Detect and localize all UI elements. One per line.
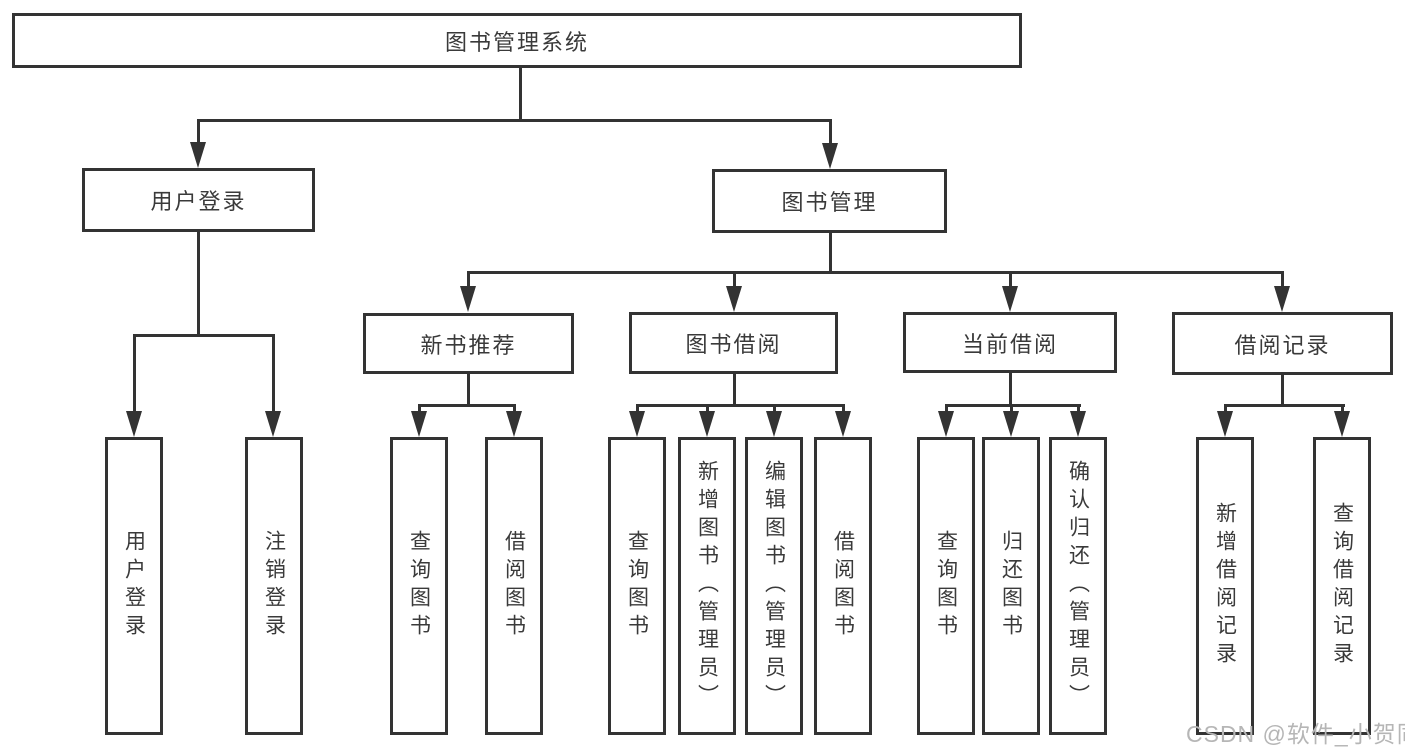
node-root: 图书管理系统 (12, 13, 1022, 68)
node-user-login-label: 用户登录 (150, 189, 247, 214)
connector-bm-stem (829, 233, 832, 274)
csdn-watermark: CSDN @软件_小贺同学 (1186, 721, 1405, 747)
arrowhead-book-mgmt (822, 143, 838, 169)
leaf-br-add-record-label: 新增借阅记录 (1213, 502, 1237, 670)
connector-br-stem (1281, 375, 1284, 406)
connector-nbr-leaf2-stem (513, 404, 516, 414)
node-user-login: 用户登录 (82, 168, 315, 232)
node-current-borrow-label: 当前借阅 (961, 331, 1058, 357)
arrowhead-cb-leaf2 (1003, 411, 1019, 437)
arrowhead-user-login (190, 142, 206, 168)
leaf-bb-borrow-books-label: 借阅图书 (831, 530, 855, 642)
connector-cb-stem-top (1009, 271, 1012, 288)
connector-level2-hline (197, 119, 832, 122)
connector-cb-stem (1009, 373, 1012, 406)
leaf-br-add-record: 新增借阅记录 (1196, 437, 1254, 735)
node-book-borrow-label: 图书借阅 (685, 332, 782, 357)
leaf-nbr-borrow-books-label: 借阅图书 (502, 530, 526, 642)
connector-cb-leaf1-stem (945, 404, 948, 414)
connector-bb-leaf2-stem (706, 404, 709, 414)
leaf-cb-confirm-return-label: 确认归还（管理员） (1066, 460, 1090, 712)
connector-user-login-stem (197, 119, 200, 145)
leaf-nbr-query-books: 查询图书 (390, 437, 448, 735)
arrowhead-borrow-records (1274, 286, 1290, 312)
leaf-cb-query-books-label: 查询图书 (934, 530, 958, 642)
arrowhead-nbr-leaf1 (411, 411, 427, 437)
leaf-bb-query-books-label: 查询图书 (625, 530, 649, 642)
connector-bb-hline (636, 404, 845, 407)
arrowhead-br-leaf2 (1334, 411, 1350, 437)
connector-bb-leaf4-stem (842, 404, 845, 414)
leaf-bb-add-books: 新增图书（管理员） (678, 437, 736, 735)
connector-level3-hline (467, 271, 1284, 274)
leaf-bb-edit-books-label: 编辑图书（管理员） (762, 460, 786, 712)
leaf-cb-query-books: 查询图书 (917, 437, 975, 735)
connector-ul-leaf2-stem (272, 334, 275, 413)
leaf-br-query-record: 查询借阅记录 (1313, 437, 1371, 735)
leaf-cb-confirm-return: 确认归还（管理员） (1049, 437, 1107, 735)
arrowhead-bb-leaf3 (766, 411, 782, 437)
arrowhead-cb-leaf1 (938, 411, 954, 437)
leaf-br-query-record-label: 查询借阅记录 (1330, 502, 1354, 670)
leaf-logout: 注销登录 (245, 437, 303, 735)
arrowhead-ul-leaf2 (265, 411, 281, 437)
arrowhead-current-borrow (1002, 286, 1018, 312)
leaf-cb-return-books-label: 归还图书 (999, 530, 1023, 642)
connector-book-mgmt-stem (829, 119, 832, 145)
leaf-logout-label: 注销登录 (262, 530, 286, 642)
node-borrow-records-label: 借阅记录 (1234, 332, 1331, 358)
leaf-nbr-query-books-label: 查询图书 (407, 530, 431, 642)
leaf-user-login: 用户登录 (105, 437, 163, 735)
arrowhead-ul-leaf1 (126, 411, 142, 437)
arrowhead-book-borrow (726, 286, 742, 312)
arrowhead-nbr-leaf2 (506, 411, 522, 437)
connector-cb-leaf2-stem (1010, 404, 1013, 414)
connector-bb-stem-top (733, 271, 736, 288)
connector-br-leaf1-stem (1224, 404, 1227, 414)
connector-cb-leaf3-stem (1077, 404, 1080, 414)
arrowhead-new-book-rec (460, 286, 476, 312)
leaf-user-login-label: 用户登录 (122, 530, 146, 642)
arrowhead-bb-leaf1 (629, 411, 645, 437)
connector-br-hline (1224, 404, 1345, 407)
node-new-book-rec: 新书推荐 (363, 313, 574, 374)
arrowhead-bb-leaf4 (835, 411, 851, 437)
node-book-mgmt: 图书管理 (712, 169, 947, 233)
leaf-bb-query-books: 查询图书 (608, 437, 666, 735)
connector-bb-leaf1-stem (636, 404, 639, 414)
connector-bb-stem (733, 374, 736, 406)
node-book-borrow: 图书借阅 (629, 312, 838, 374)
connector-cb-hline (945, 404, 1081, 407)
arrowhead-cb-leaf3 (1070, 411, 1086, 437)
node-new-book-rec-label: 新书推荐 (420, 332, 517, 358)
node-root-label: 图书管理系统 (444, 29, 589, 55)
connector-br-stem-top (1281, 271, 1284, 288)
connector-nbr-hline (418, 404, 516, 407)
leaf-nbr-borrow-books: 借阅图书 (485, 437, 543, 735)
connector-nbr-stem-top (467, 271, 470, 288)
node-borrow-records: 借阅记录 (1172, 312, 1393, 375)
connector-br-leaf2-stem (1341, 404, 1344, 414)
connector-ul-stem (197, 232, 200, 337)
connector-ul-hline (133, 334, 275, 337)
arrowhead-br-leaf1 (1217, 411, 1233, 437)
leaf-bb-add-books-label: 新增图书（管理员） (695, 460, 719, 712)
node-current-borrow: 当前借阅 (903, 312, 1117, 373)
connector-root-stem (519, 68, 522, 122)
leaf-bb-borrow-books: 借阅图书 (814, 437, 872, 735)
leaf-cb-return-books: 归还图书 (982, 437, 1040, 735)
connector-bb-leaf3-stem (773, 404, 776, 414)
arrowhead-bb-leaf2 (699, 411, 715, 437)
node-book-mgmt-label: 图书管理 (781, 190, 878, 215)
leaf-bb-edit-books: 编辑图书（管理员） (745, 437, 803, 735)
connector-nbr-leaf1-stem (418, 404, 421, 414)
connector-ul-leaf1-stem (133, 334, 136, 413)
connector-nbr-stem (467, 374, 470, 406)
